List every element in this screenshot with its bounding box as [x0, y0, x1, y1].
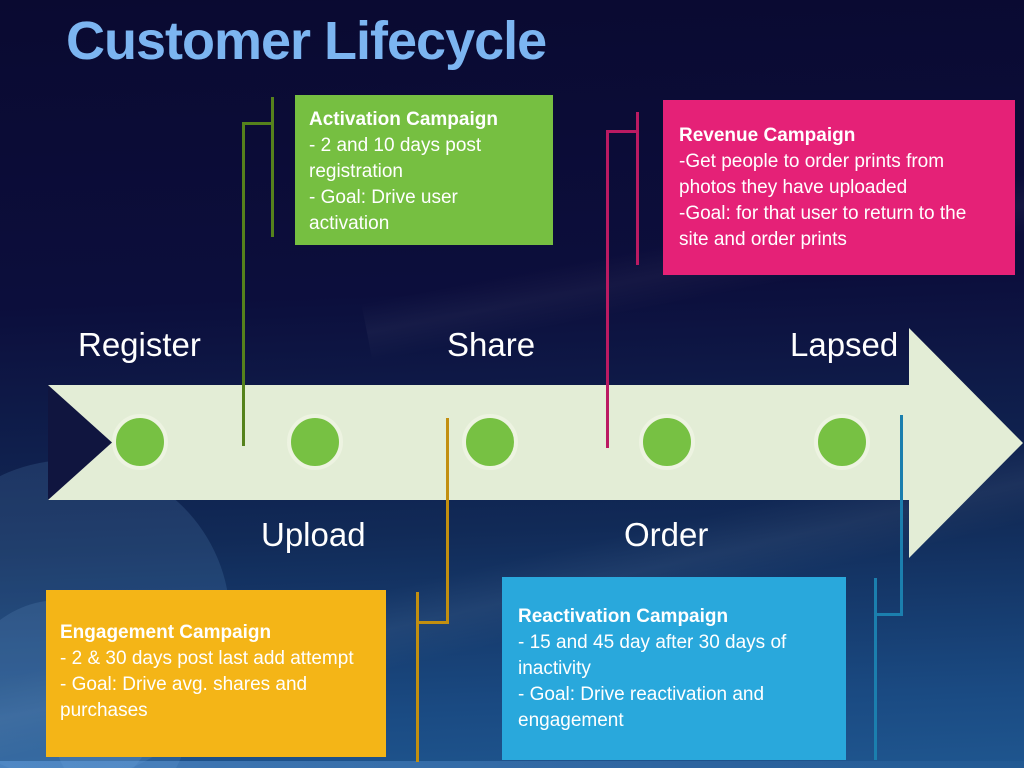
- campaign-box-activation: Activation Campaign - 2 and 10 days post…: [295, 95, 553, 245]
- campaign-title: Reactivation Campaign: [518, 606, 729, 627]
- stage-label-upload: Upload: [261, 516, 366, 553]
- timeline-dot-register: [112, 414, 168, 470]
- connector-activation-drop: [242, 122, 245, 446]
- campaign-body-line: - Goal: Drive reactivation and engagemen…: [518, 684, 765, 731]
- connector-revenue-elbow: [606, 130, 639, 133]
- campaign-body-line: -Goal: for that user to return to the si…: [679, 203, 967, 250]
- connector-activation-elbow: [242, 122, 274, 125]
- campaign-title: Revenue Campaign: [679, 125, 856, 146]
- connector-revenue-bracket: [636, 112, 639, 265]
- campaign-body-line: - 15 and 45 day after 30 days of inactiv…: [518, 632, 787, 679]
- timeline-dot-share: [462, 414, 518, 470]
- timeline-arrow-head: [909, 328, 1023, 558]
- campaign-body-line: -Get people to order prints from photos …: [679, 151, 945, 198]
- connector-engagement-riser: [446, 418, 449, 624]
- timeline-dot-upload: [287, 414, 343, 470]
- connector-reactivation-bracket: [874, 578, 877, 760]
- page-title: Customer Lifecycle: [66, 11, 547, 71]
- connector-reactivation-elbow: [874, 613, 903, 616]
- campaign-body-line: - Goal: Drive user activation: [309, 187, 458, 234]
- campaign-body-line: - Goal: Drive avg. shares and purchases: [60, 674, 308, 721]
- stage-label-lapsed: Lapsed: [790, 326, 899, 363]
- campaign-body-line: - 2 & 30 days post last add attempt: [60, 648, 354, 669]
- connector-revenue-drop: [606, 130, 609, 448]
- stage-label-order: Order: [624, 516, 709, 553]
- campaign-body-line: - 2 and 10 days post registration: [309, 135, 482, 182]
- timeline-dot-order: [639, 414, 695, 470]
- campaign-box-engagement: Engagement Campaign - 2 & 30 days post l…: [46, 590, 386, 757]
- timeline-dot-lapsed: [814, 414, 870, 470]
- campaign-box-revenue: Revenue Campaign -Get people to order pr…: [663, 100, 1015, 275]
- connector-activation-bracket: [271, 97, 274, 237]
- bottom-highlight-strip: [0, 761, 1024, 768]
- connector-engagement-elbow: [416, 621, 449, 624]
- campaign-title: Activation Campaign: [309, 109, 498, 130]
- campaign-title: Engagement Campaign: [60, 622, 272, 643]
- stage-label-register: Register: [78, 326, 201, 363]
- connector-engagement-bracket: [416, 592, 419, 762]
- campaign-box-reactivation: Reactivation Campaign - 15 and 45 day af…: [502, 577, 846, 760]
- stage-label-share: Share: [447, 326, 536, 363]
- connector-reactivation-riser: [900, 415, 903, 616]
